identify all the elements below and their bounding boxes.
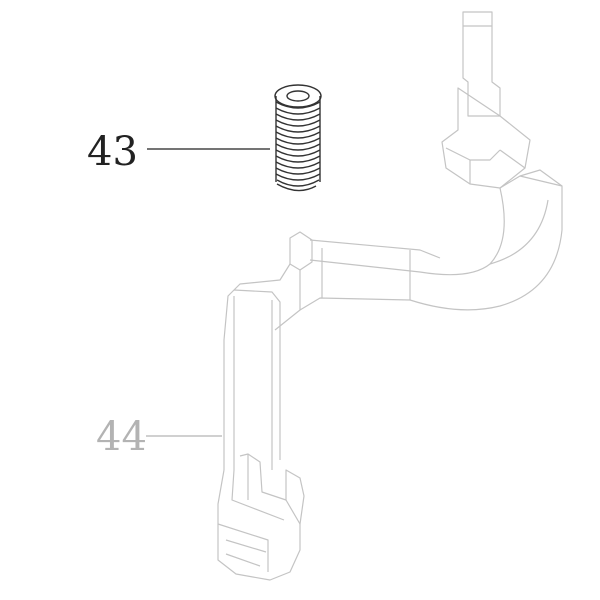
callout-label-44: 44 bbox=[96, 414, 147, 460]
callout-label-43: 43 bbox=[87, 129, 138, 175]
compression-spring bbox=[274, 84, 322, 192]
actuator-lever bbox=[217, 11, 563, 581]
